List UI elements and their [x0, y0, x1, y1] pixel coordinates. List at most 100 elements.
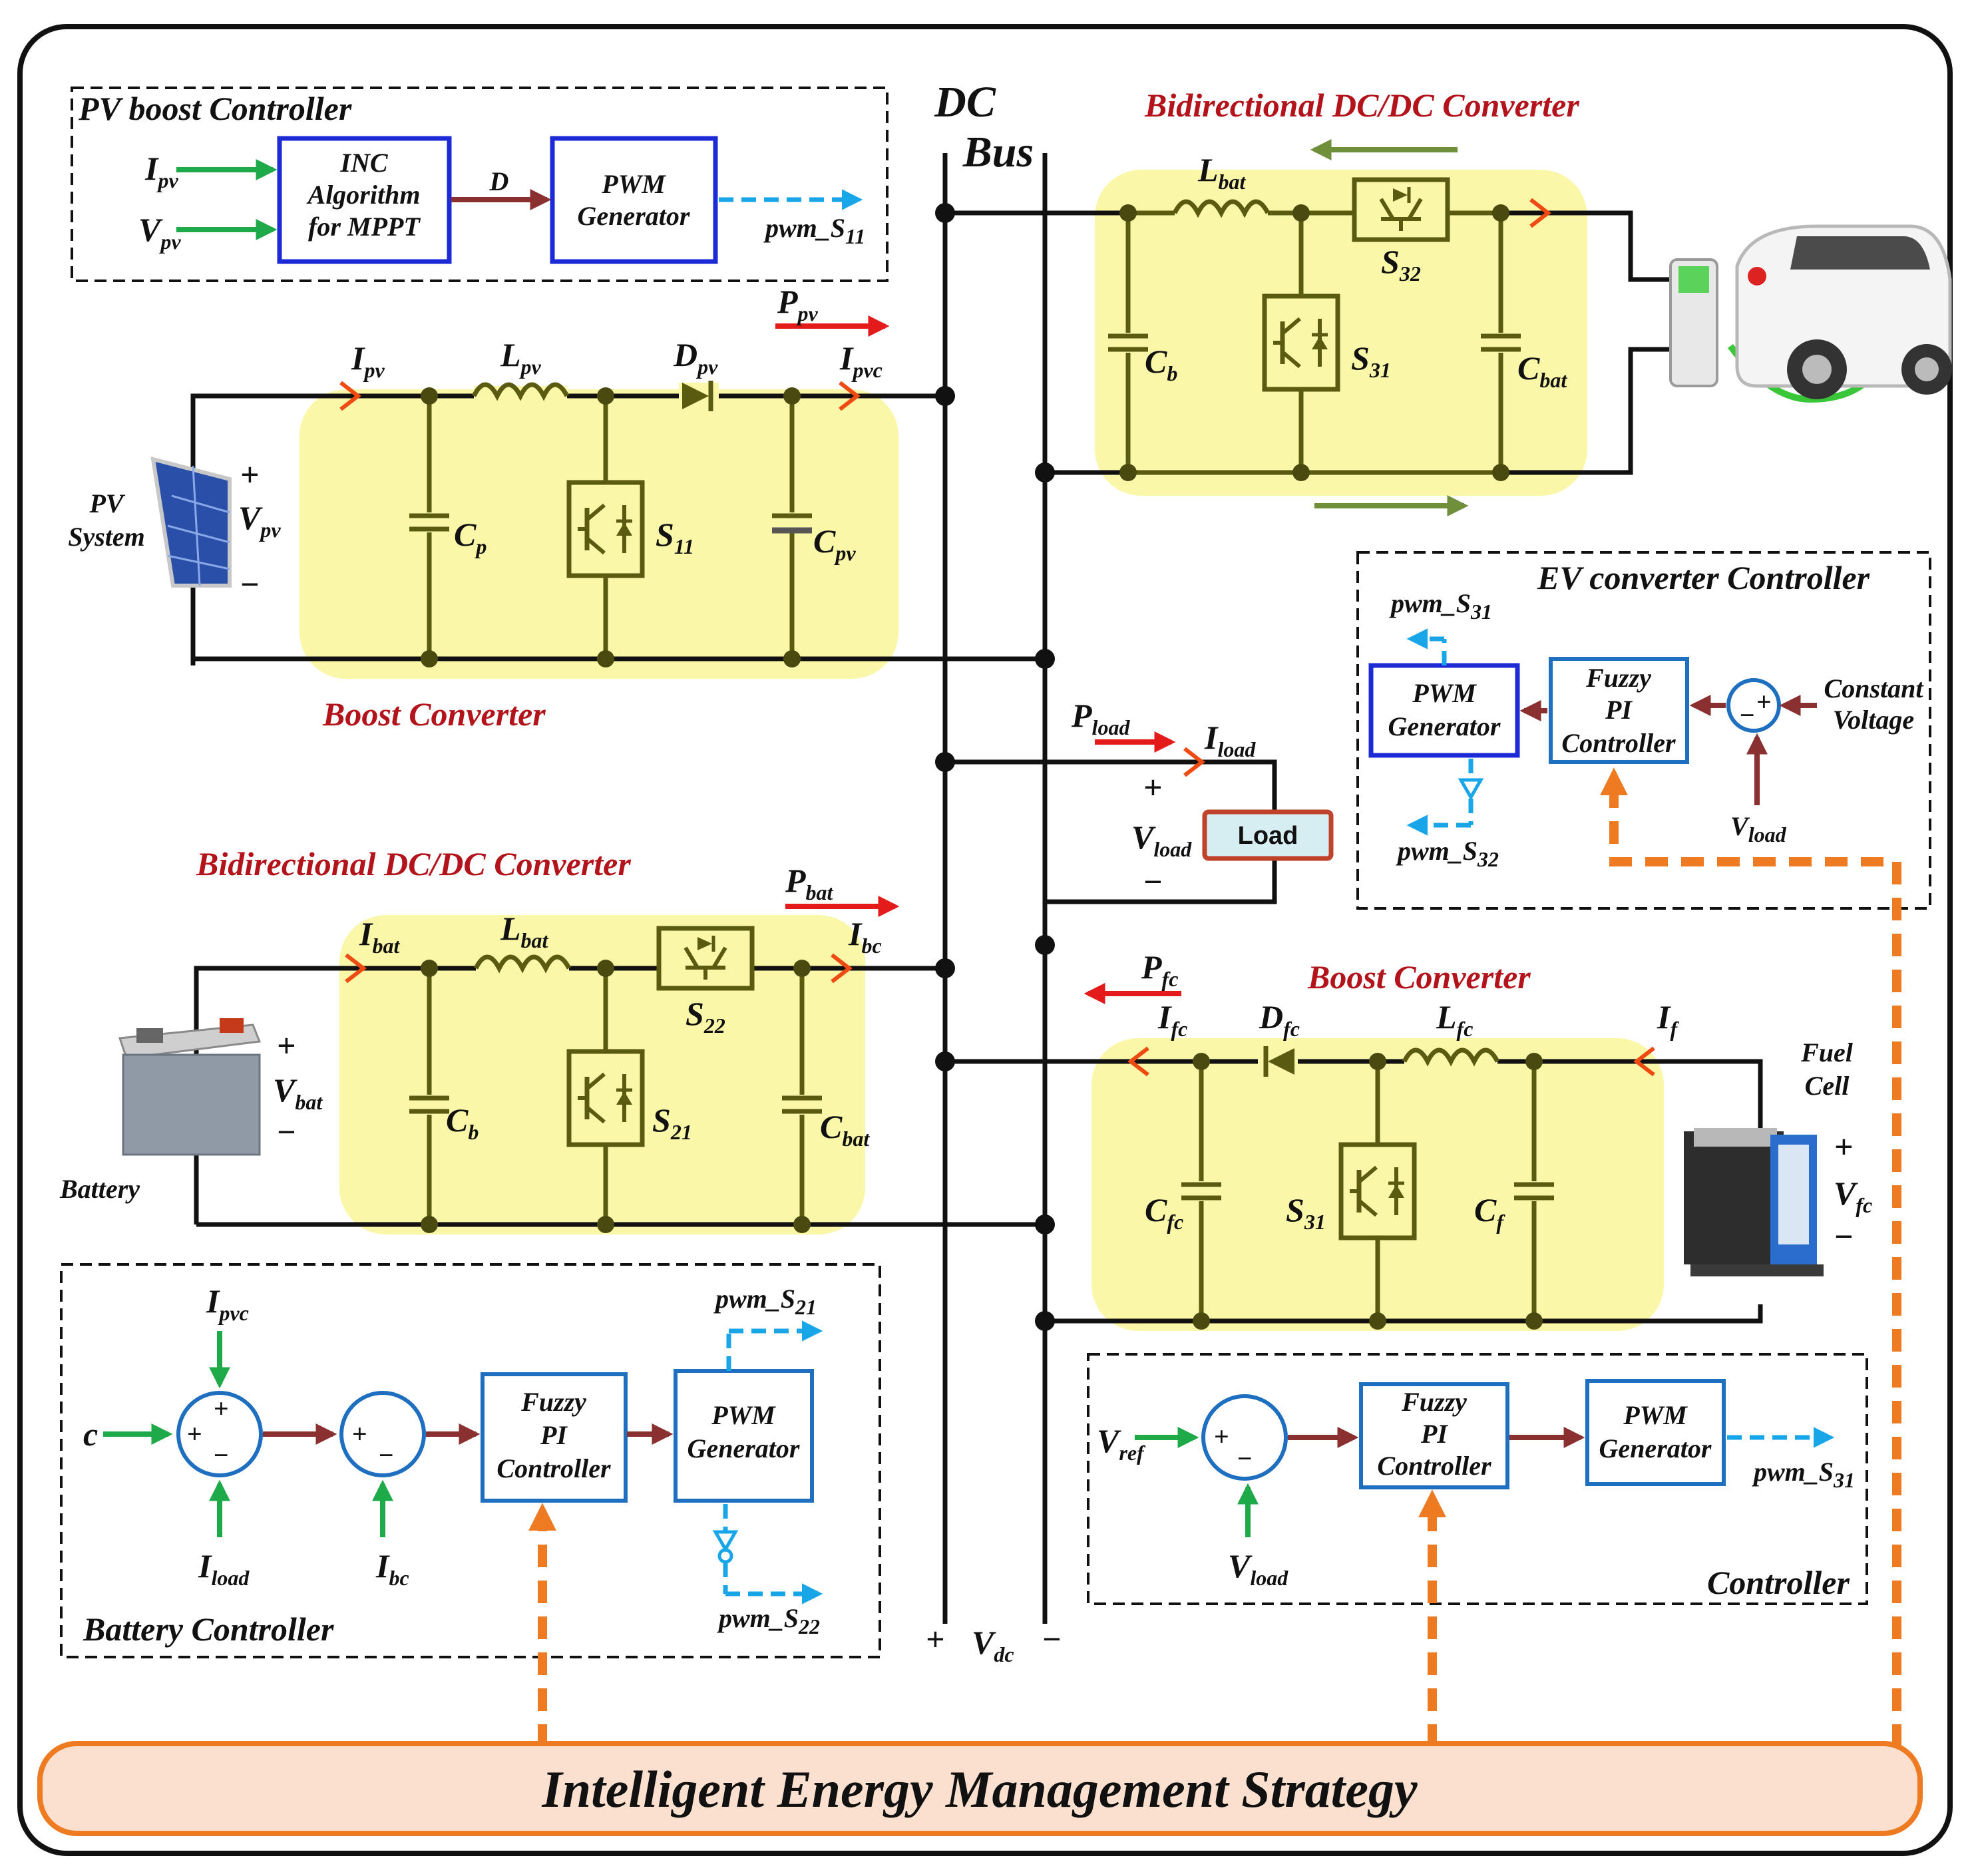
fuel-cell-line-1: Fuel: [1800, 1037, 1854, 1067]
bat-pwm-block[interactable]: [674, 1369, 814, 1503]
lfc-label: Lfc: [1436, 998, 1473, 1041]
ibat-label: Ibat: [359, 915, 400, 958]
bat-sum-junction-1: [176, 1391, 263, 1477]
bat-cb-label: Cb: [446, 1101, 479, 1144]
bat-lbat-label: Lbat: [500, 910, 549, 952]
vfc-label: Vfc: [1834, 1175, 1872, 1217]
ev-summing-junction: [1726, 678, 1781, 733]
ev-vload-label: Vload: [1730, 811, 1787, 846]
ev-top-wire: [1497, 210, 1677, 282]
ev-ref-line-2: Voltage: [1833, 705, 1914, 735]
load-minus: −: [1143, 863, 1163, 900]
mppt-block[interactable]: [277, 136, 452, 264]
ev-pwm-block[interactable]: [1368, 663, 1520, 758]
bat-pwm-line-2: Generator: [688, 1433, 800, 1463]
mppt-line-2: Algorithm: [306, 180, 421, 210]
ev-pwm32-label: pwm_S32: [1396, 836, 1499, 871]
fc-bottom-wire: [1045, 1304, 1763, 1324]
cpv-label: Cpv: [813, 522, 856, 565]
ev-pwm31-label: pwm_S31: [1389, 588, 1492, 624]
energy-management-bar[interactable]: [37, 1741, 1923, 1836]
ev-fuzzy-line-1: Fuzzy: [1585, 663, 1651, 693]
pv-system-line-1: PV: [89, 488, 125, 518]
vbat-label: Vbat: [273, 1071, 323, 1114]
ev-sum-minus: −: [1739, 700, 1755, 730]
strategy-label: Intelligent Energy Management Strategy: [541, 1760, 1418, 1818]
if-label: If: [1657, 998, 1679, 1041]
pv-pwm-line-2: Generator: [578, 201, 690, 231]
fc-controller-title: Controller: [1707, 1564, 1850, 1601]
pv-pwm-block[interactable]: [550, 136, 718, 264]
ev-fuzzy-pi-block[interactable]: [1549, 657, 1689, 764]
bat-ctrl-ipvc: Ipvc: [206, 1282, 249, 1325]
ev-s31-label: S31: [1351, 339, 1391, 382]
strategy-to-ev-ctrl: [1600, 767, 1901, 1747]
fuel-cell-line-2: Cell: [1805, 1071, 1850, 1101]
dc-bus-title-2: Bus: [962, 128, 1034, 176]
fuel-cell-image: [1684, 1128, 1824, 1276]
fc-sum-minus: −: [1237, 1443, 1253, 1473]
ev-car-image: [1669, 224, 1952, 403]
vdc-minus: −: [1042, 1620, 1062, 1658]
fc-pwm-block[interactable]: [1585, 1379, 1726, 1486]
outer-frame: [17, 24, 1953, 1856]
bat-sum2-plus: +: [352, 1419, 367, 1449]
bat-sum-junction-2: [339, 1391, 426, 1477]
pv-pwm-line-1: PWM: [601, 169, 666, 199]
fc-s31-label: S31: [1286, 1191, 1326, 1234]
fc-sum-plus: +: [1214, 1421, 1229, 1451]
lpv-label: Lpv: [500, 336, 542, 379]
ev-controller-title: EV converter Controller: [1537, 559, 1870, 596]
fc-fuzzy-line-3: Controller: [1377, 1451, 1491, 1481]
ipvc-label: Ipvc: [839, 339, 883, 382]
load-bottom-wire: [1045, 858, 1277, 904]
fc-pwm-line-2: Generator: [1599, 1433, 1712, 1463]
pv-minus: −: [240, 566, 260, 603]
bat-sum2-minus: −: [378, 1440, 394, 1470]
load-plus: +: [1143, 769, 1163, 806]
ev-cb-label: Cb: [1145, 343, 1177, 385]
pload-label: Pload: [1071, 697, 1130, 739]
ev-converter-highlight: [1095, 170, 1587, 496]
pv-plus: +: [240, 456, 260, 493]
load-block[interactable]: [1202, 809, 1334, 861]
bat-pwm21-label: pwm_S21: [713, 1284, 817, 1319]
ev-bottom-wire: [1497, 347, 1677, 475]
pfc-label: Pfc: [1141, 948, 1178, 991]
s32-label: S32: [1381, 243, 1421, 285]
vload-label: Vload: [1131, 819, 1192, 861]
ev-pwm-line-1: PWM: [1412, 678, 1477, 708]
dpv-label: Dpv: [673, 336, 718, 379]
bat-ctrl-ibc: Ibc: [375, 1547, 409, 1590]
ev-controller-frame: [1356, 551, 1931, 910]
battery-image: [118, 1018, 262, 1156]
vdc-label: Vdc: [972, 1624, 1014, 1666]
load-top-wire: [945, 759, 1277, 819]
ev-converter-title: Bidirectional DC/DC Converter: [1144, 87, 1579, 124]
pv-ctrl-vpv: Vpv: [138, 211, 181, 254]
bat-ctrl-c: c: [83, 1415, 98, 1453]
fc-pwm31-label: pwm_S31: [1752, 1457, 1855, 1492]
fc-controller-frame: [1087, 1353, 1868, 1605]
ipv-label: Ipv: [351, 339, 385, 382]
fc-pwm-line-1: PWM: [1623, 1400, 1688, 1430]
pwm-s11-label: pwm_S11: [763, 213, 865, 248]
fc-ctrl-vload: Vload: [1228, 1547, 1288, 1590]
bat-plus: +: [277, 1027, 296, 1064]
fc-fuzzy-line-1: Fuzzy: [1401, 1387, 1467, 1417]
mppt-line-3: for MPPT: [308, 212, 421, 242]
pbat-label: Pbat: [785, 862, 834, 904]
s11-label: S11: [656, 516, 694, 558]
pv-bottom-wire: [190, 656, 1045, 665]
cf-label: Cf: [1474, 1191, 1505, 1234]
fc-fuzzy-pi-block[interactable]: [1359, 1382, 1509, 1489]
fc-plus: +: [1834, 1128, 1854, 1165]
battery-label: Battery: [59, 1174, 140, 1204]
ev-fuzzy-line-2: PI: [1605, 695, 1633, 725]
bat-fuzzy-pi-block[interactable]: [481, 1372, 628, 1503]
bat-ctrl-iload: Iload: [198, 1547, 250, 1590]
bat-pwm-line-1: PWM: [711, 1400, 776, 1430]
fc-ctrl-vref: Vref: [1097, 1422, 1146, 1465]
bat-pwm22-label: pwm_S22: [717, 1603, 820, 1638]
